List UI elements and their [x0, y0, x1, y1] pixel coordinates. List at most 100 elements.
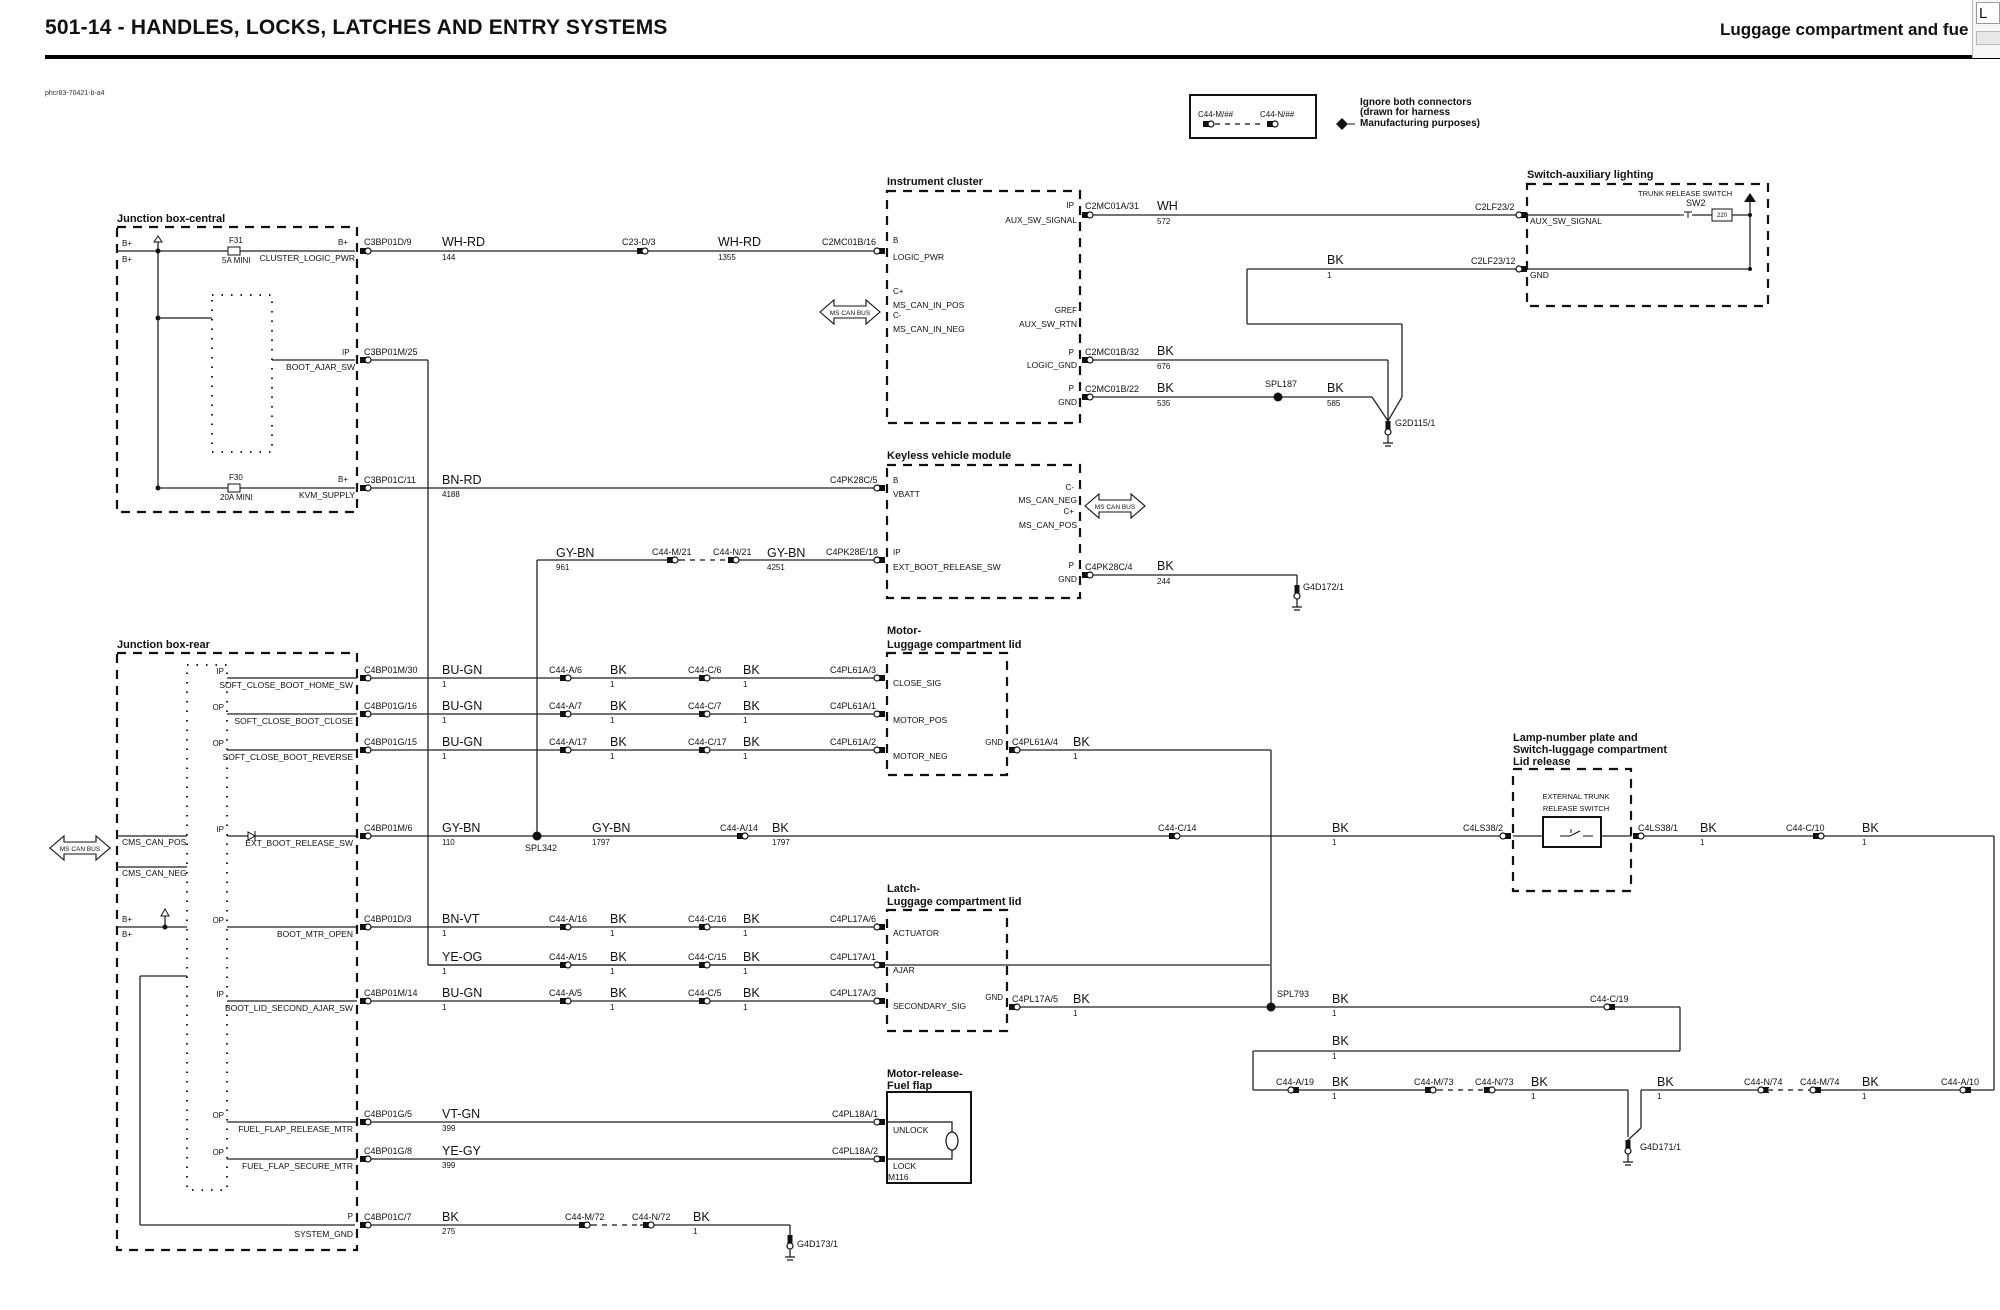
- component-boundary: [1525, 182, 1770, 308]
- pin-signal: VBATT: [893, 489, 920, 499]
- side-panel-field[interactable]: L: [1976, 2, 2000, 24]
- switch-auxiliary-lighting[interactable]: Switch-auxiliary lighting AUX_SW_SIGNAL …: [1525, 169, 1770, 308]
- resistor-value: 220: [1717, 213, 1728, 219]
- pin-signal: GND: [1058, 397, 1077, 407]
- wire-logic-gnd[interactable]: C2MC01B/32 BK 676: [1081, 344, 1389, 421]
- wire-boot-ajar[interactable]: C3BP01M/25: [359, 347, 1270, 966]
- wire-color: BK: [743, 986, 760, 1000]
- wire-aux-gnd[interactable]: C2LF23/12 BK 1: [1246, 253, 1528, 422]
- connector-icon: [559, 746, 572, 754]
- wire-color: WH: [1157, 199, 1178, 213]
- wire-system-gnd[interactable]: C4BP01C/7 BK 275 C44-M/72 C44-N/72 BK 1 …: [359, 1210, 838, 1261]
- pin-signal: AUX_SW_SIGNAL: [1530, 216, 1602, 226]
- wire-color: BK: [1332, 821, 1349, 835]
- connector-label: C44-C/16: [688, 914, 727, 924]
- wire-color: BU-GN: [442, 735, 482, 749]
- wire-fuel-flap-release[interactable]: C4BP01G/5 VT-GN 399 C4PL18A/1: [359, 1107, 886, 1133]
- circuit-number: 4251: [767, 563, 785, 572]
- header-rule: [45, 55, 2000, 59]
- keyless-vehicle-module[interactable]: Keyless vehicle module B VBATT IP EXT_BO…: [885, 450, 1146, 600]
- wire-lamp-switch-out[interactable]: C4LS38/1 BK 1 C44-C/10 BK 1: [1632, 821, 1995, 1090]
- wire-color: BK: [1073, 735, 1090, 749]
- switch-id: SW2: [1686, 198, 1706, 208]
- wire-aux-sw-signal[interactable]: C2MC01A/31 WH 572 C2LF23/2: [1081, 199, 1528, 226]
- switch-icon: [1542, 816, 1602, 848]
- pin-signal: MS_CAN_POS: [1019, 520, 1077, 530]
- splice-dot: [1273, 392, 1283, 402]
- connector-label: C44-A/14: [720, 823, 758, 833]
- circuit-number: 1: [442, 680, 447, 689]
- connector-label: C4LS38/1: [1638, 823, 1678, 833]
- side-panel-button[interactable]: [1976, 31, 2000, 45]
- can-pos-label: CMS_CAN_POS: [122, 837, 187, 847]
- wire-color: BU-GN: [442, 663, 482, 677]
- circuit-number: 1: [442, 716, 447, 725]
- wire-color: BK: [1531, 1075, 1548, 1089]
- connector-label: C44-N/73: [1475, 1077, 1514, 1087]
- wire-color: BK: [1700, 821, 1717, 835]
- pin-signal: ACTUATOR: [893, 928, 939, 938]
- junction-box-rear[interactable]: Junction box-rear MS CAN BUS CMS_CAN_POS…: [49, 639, 359, 1252]
- ground-icon: [1382, 420, 1394, 447]
- pin-type: IP: [1066, 201, 1074, 210]
- lamp-number-plate-switch[interactable]: Lamp-number plate and Switch-luggage com…: [1511, 732, 1667, 893]
- junction-box-central[interactable]: Junction box-central B+ B+ F31 5A MINI B…: [115, 213, 359, 514]
- connector-label: C3BP01C/11: [364, 475, 416, 485]
- circuit-number: 1: [442, 929, 447, 938]
- pin-type: P: [1069, 348, 1074, 357]
- wire-color: BU-GN: [442, 986, 482, 1000]
- pin-signal: SOFT_CLOSE_BOOT_HOME_SW: [219, 680, 353, 690]
- ground-label: G4D171/1: [1640, 1142, 1681, 1152]
- pin-signal: UNLOCK: [893, 1125, 929, 1135]
- pin-type: OP: [212, 1148, 224, 1157]
- circuit-number: 1: [610, 967, 615, 976]
- wire-color: BK: [1862, 1075, 1879, 1089]
- wire-cluster-gnd[interactable]: C2MC01B/22 BK 535 SPL187 BK 585 G2D115/1: [1081, 379, 1435, 447]
- latch-luggage-lid[interactable]: Latch- Luggage compartment lid ACTUATOR …: [885, 883, 1021, 1033]
- wire-ground-bus[interactable]: C44-A/19 BK 1 C44-M/73 C44-N/73 BK 1 BK …: [1253, 1075, 1994, 1166]
- arrow-icon: [1744, 193, 1756, 202]
- pin-signal: MOTOR_NEG: [893, 751, 948, 761]
- connector-label: C2MC01A/31: [1085, 201, 1139, 211]
- wire-color: YE-GY: [442, 1144, 482, 1158]
- wire-cluster-logic-pwr[interactable]: C3BP01D/9 WH-RD 144 C23-D/3 WH-RD 1355 C…: [359, 235, 886, 262]
- wire-fuel-flap-secure[interactable]: C4BP01G/8 YE-GY 399 C4PL18A/2: [359, 1144, 886, 1170]
- circuit-number: 1: [1531, 1092, 1536, 1101]
- ground-icon: [784, 1234, 796, 1261]
- circuit-number: 399: [442, 1124, 456, 1133]
- component-boundary: [885, 908, 1009, 1033]
- diagram-reference: phcr83-70421-b-a4: [45, 90, 105, 97]
- pin-signal: BOOT_MTR_OPEN: [277, 929, 353, 939]
- wire-ext-boot-release[interactable]: C4BP01M/6 GY-BN 110 SPL342 GY-BN 1797 C4…: [359, 821, 1512, 853]
- fuse-rating: 20A MINI: [220, 493, 253, 502]
- wire-motor-gnd[interactable]: C4PL61A/4 BK 1: [1008, 735, 1272, 1007]
- motor-luggage-lid[interactable]: Motor- Luggage compartment lid CLOSE_SIG…: [885, 625, 1021, 777]
- connector-icon: [698, 746, 711, 754]
- wire-kvm-gnd[interactable]: C4PK28C/4 BK 244 G4D172/1: [1081, 559, 1344, 611]
- circuit-number: 1: [743, 752, 748, 761]
- motor-release-fuel-flap[interactable]: Motor-release- Fuel flap UNLOCK LOCK M11…: [886, 1068, 972, 1184]
- connector-label: C44-A/16: [549, 914, 587, 924]
- wire-ext-boot-kvm[interactable]: GY-BN 961 C44-M/21 C44-N/21 GY-BN 4251 C…: [536, 546, 886, 836]
- connector-label: C44-A/5: [549, 988, 582, 998]
- pin-type: C-: [893, 311, 902, 320]
- pin-type: OP: [212, 739, 224, 748]
- wire-kvm-supply[interactable]: C3BP01C/11 BN-RD 4188 C4PK28C/5: [359, 473, 886, 499]
- pin-type: C+: [1064, 507, 1075, 516]
- component-title-1: Motor-: [887, 625, 922, 637]
- wire-latch-gnd[interactable]: C4PL17A/5 BK 1 SPL793 BK 1 C44-C/19 BK 1: [1008, 989, 1681, 1090]
- connector-icon: [698, 923, 711, 931]
- connector-label: C4PL17A/3: [830, 988, 876, 998]
- wire-color: BK: [743, 699, 760, 713]
- instrument-cluster[interactable]: Instrument cluster B LOGIC_PWR C+ MS_CAN…: [819, 176, 1082, 425]
- pin-type: P: [348, 1212, 353, 1221]
- pin-type: B: [893, 236, 898, 245]
- wire-color: GY-BN: [556, 546, 594, 560]
- wire-color: BK: [1157, 344, 1174, 358]
